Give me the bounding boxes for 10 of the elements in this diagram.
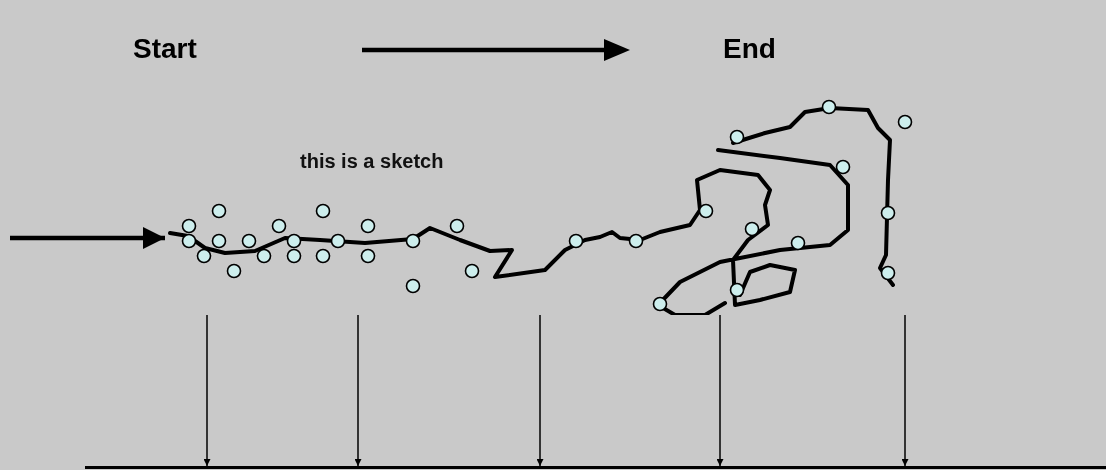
arrow	[10, 227, 165, 249]
baseline-bar	[85, 466, 1106, 469]
stage-label: End	[723, 34, 776, 65]
stage-label: Start	[133, 34, 197, 65]
arrow	[536, 314, 544, 467]
arrow	[716, 314, 724, 467]
caption-text: this is a sketch	[300, 150, 444, 172]
arrow	[354, 314, 362, 467]
arrow	[901, 314, 909, 467]
arrow	[203, 314, 211, 467]
